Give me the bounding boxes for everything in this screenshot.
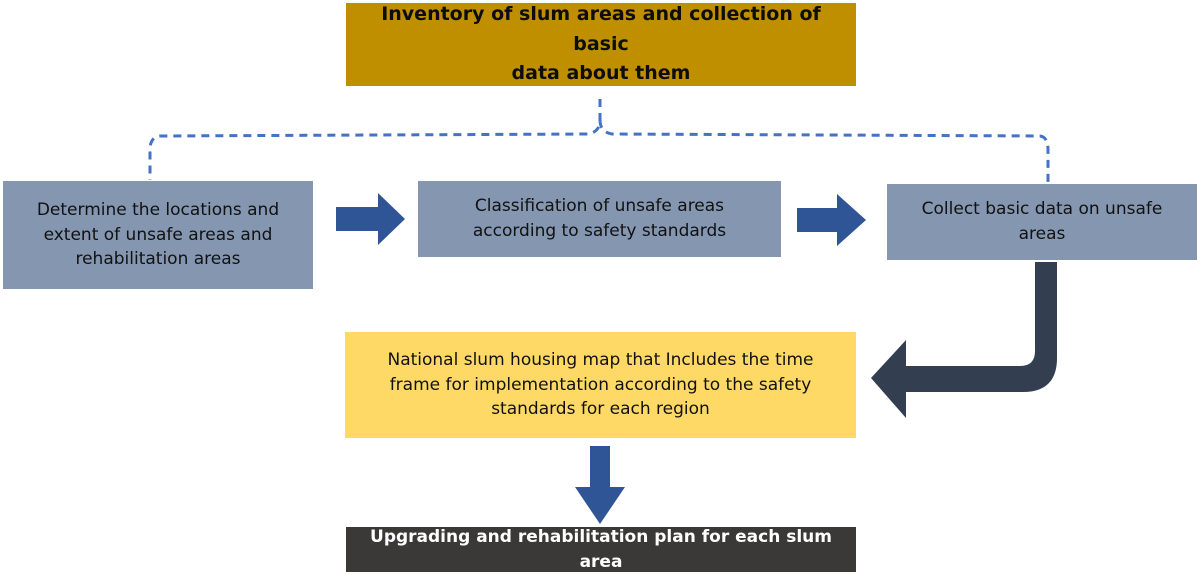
arrow-down [575,446,625,524]
step-1-line-2: extent of unsafe areas and [43,224,273,245]
step-determine-locations-box: Determine the locations and extent of un… [3,181,313,289]
step-1-line-3: rehabilitation areas [75,249,241,270]
upgrading-plan-box: Upgrading and rehabilitation plan for ea… [346,527,856,572]
map-line-2: frame for implementation according to th… [389,374,812,395]
step-1-line-1: Determine the locations and [36,200,280,221]
arrow-right-1 [336,193,405,245]
plan-line-1: Upgrading and rehabilitation plan for ea… [370,526,832,572]
step-2-line-2: according to safety standards [472,221,727,241]
map-line-3: standards for each region [491,399,710,420]
curved-arrow [871,262,1057,418]
step-2-line-1: Classification of unsafe areas [474,196,725,217]
step-3-line-1: Collect basic data on unsafe [921,199,1163,220]
arrow-right-2 [797,194,866,246]
dashed-connector [148,99,1050,183]
map-line-1: National slum housing map that Includes … [387,350,814,371]
inventory-line-2: data about them [511,62,691,85]
step-3-line-2: areas [1018,224,1066,244]
inventory-box: Inventory of slum areas and collection o… [346,3,856,86]
step-collect-data-box: Collect basic data on unsafe areas [887,184,1197,260]
inventory-line-1: Inventory of slum areas and collection o… [381,3,821,55]
step-classification-box: Classification of unsafe areas according… [418,181,781,257]
national-map-box: National slum housing map that Includes … [345,332,856,438]
